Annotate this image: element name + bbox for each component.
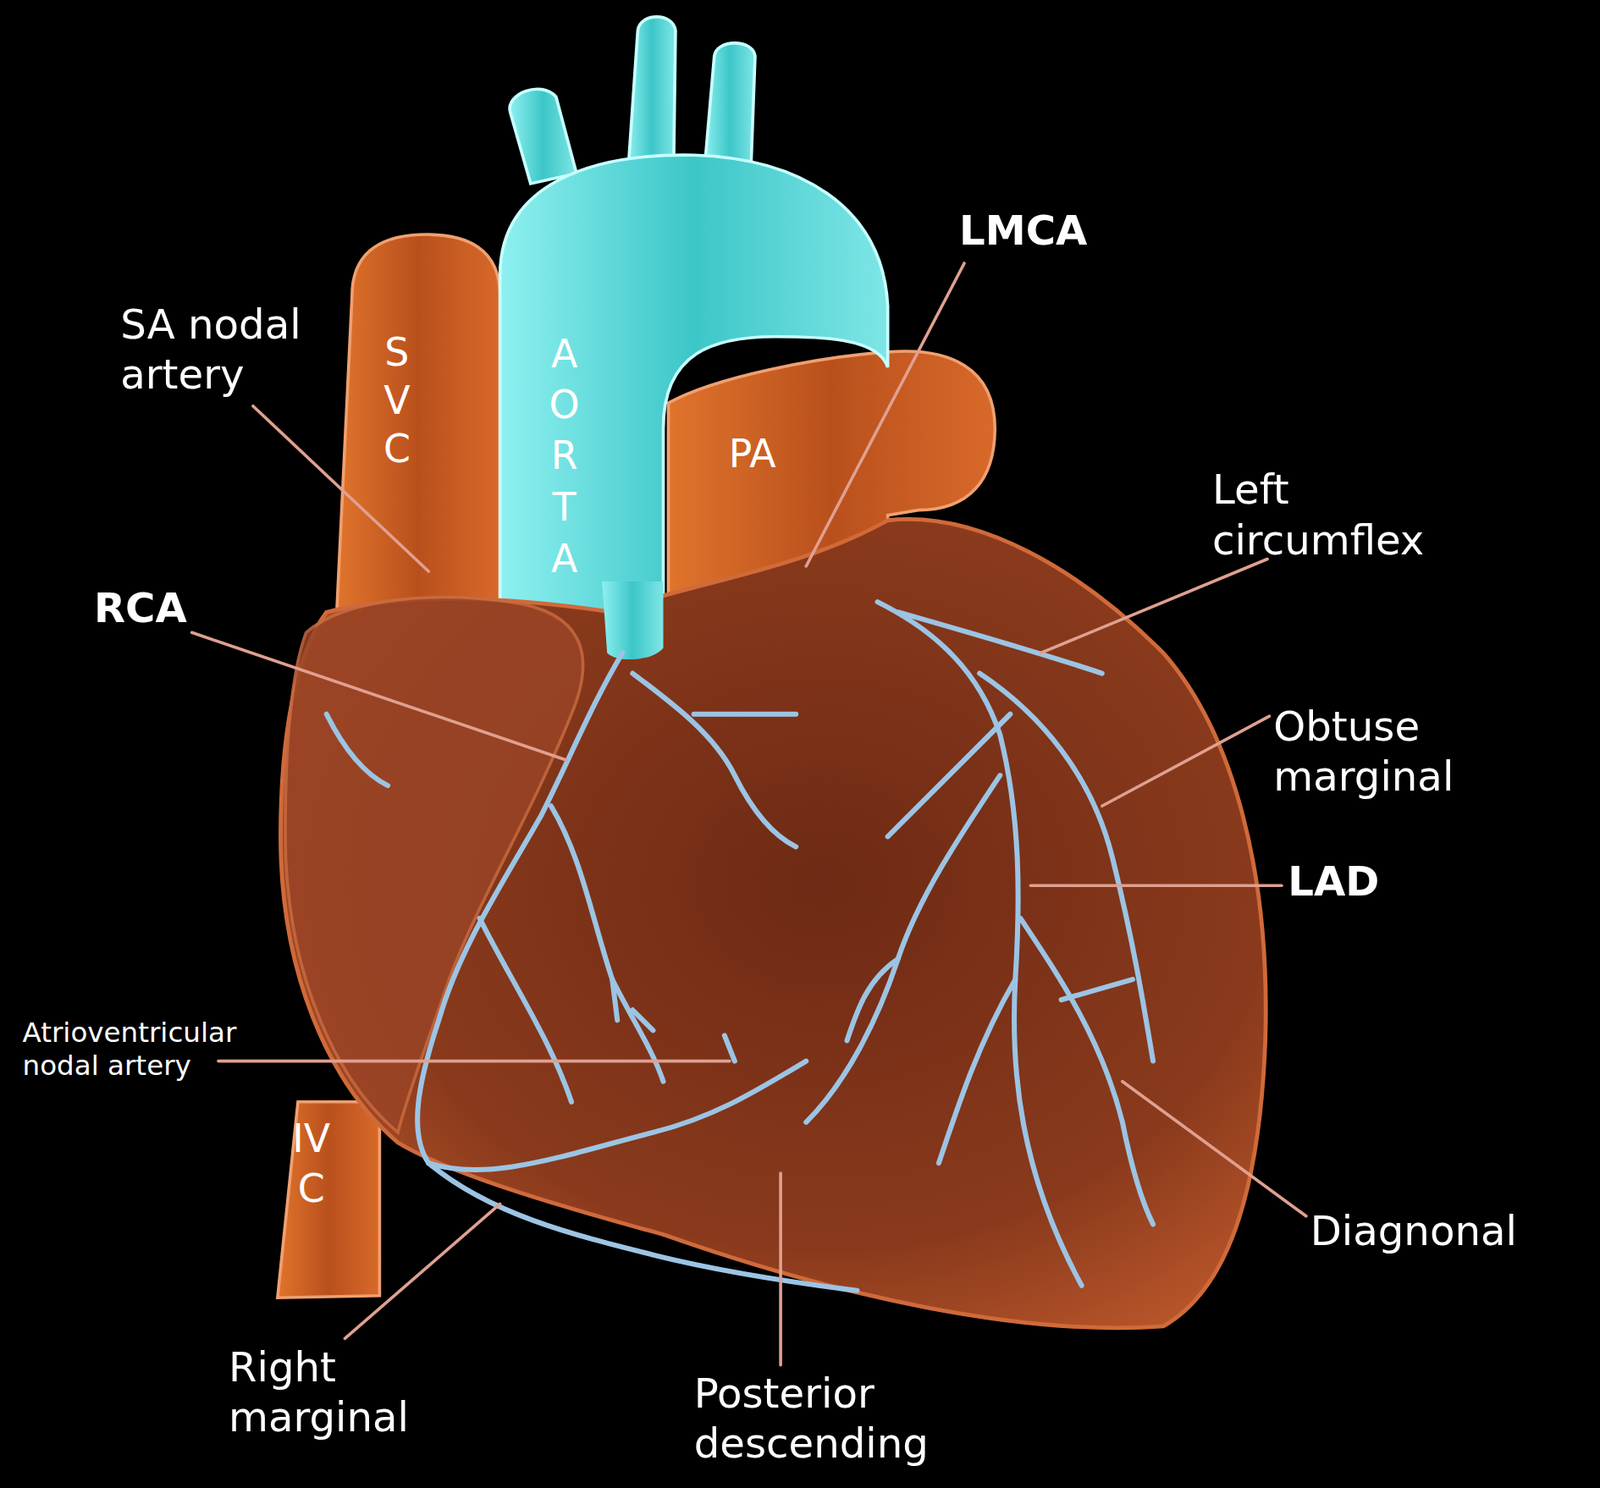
vessel-label: AORTA	[545, 328, 585, 585]
part-label: Diagnonal	[1310, 1206, 1576, 1257]
part-label: Atrioventricular nodal artery	[22, 1016, 278, 1084]
part-label: SA nodal artery	[120, 299, 345, 400]
part-label: RCA	[93, 583, 238, 634]
part-label: LMCA	[959, 205, 1133, 256]
part-label: PA	[728, 430, 821, 479]
part-label: Right marginal	[228, 1342, 453, 1443]
part-label: Posterior descending	[694, 1369, 960, 1470]
vessel-label: IVC	[292, 1114, 332, 1215]
part-label: Left circumflex	[1212, 465, 1478, 566]
part-label: LAD	[1287, 857, 1411, 908]
vessel-label: SVC	[377, 328, 417, 475]
part-label: Obtuse marginal	[1273, 701, 1518, 802]
